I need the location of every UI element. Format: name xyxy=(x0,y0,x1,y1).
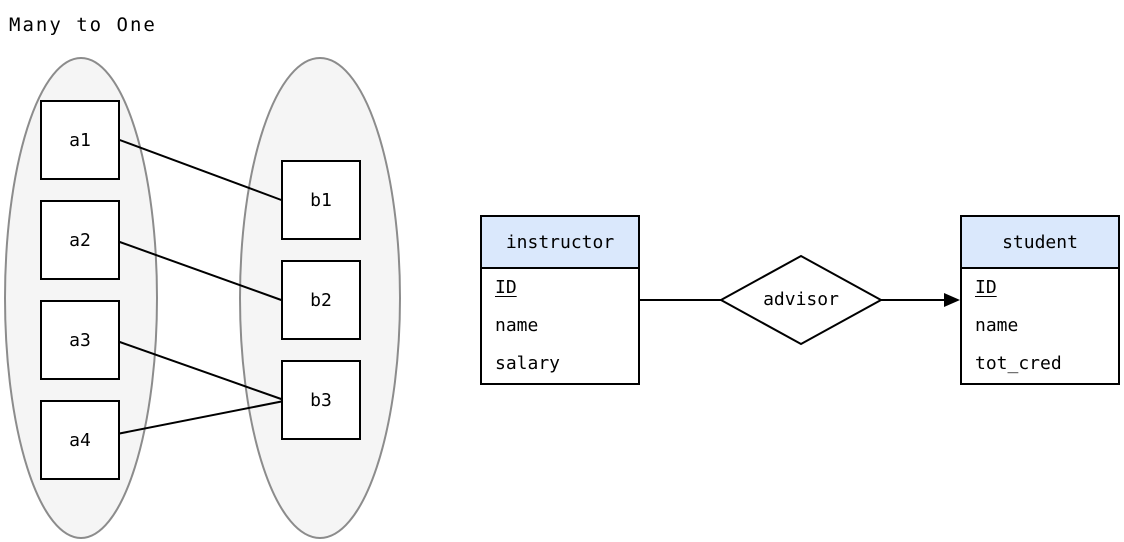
set-box-a4: a4 xyxy=(40,400,120,480)
set-box-a1: a1 xyxy=(40,100,120,180)
instructor-attribute-id: ID xyxy=(495,277,517,298)
arrowhead-icon xyxy=(944,293,960,307)
relationship-label: advisor xyxy=(763,289,839,310)
relationship-diamond xyxy=(718,254,884,346)
set-box-b2: b2 xyxy=(281,260,361,340)
mapping-line-a3-b3 xyxy=(116,340,285,401)
diagram-title: Many to One xyxy=(9,14,157,36)
mapping-line-a2-b2 xyxy=(116,240,285,302)
entity-instructor: instructor ID name salary xyxy=(480,215,640,385)
set-box-b1: b1 xyxy=(281,160,361,240)
instructor-attribute-name: name xyxy=(495,315,539,336)
mapping-line-a1-b1 xyxy=(116,138,285,202)
set-box-a3: a3 xyxy=(40,300,120,380)
set-box-b3: b3 xyxy=(281,360,361,440)
mapping-line-a4-b3 xyxy=(116,400,285,435)
entity-student-header: student xyxy=(962,217,1118,269)
student-attribute-id: ID xyxy=(975,277,997,298)
entity-instructor-header: instructor xyxy=(482,217,638,269)
student-attribute-name: name xyxy=(975,315,1019,336)
entity-student: student ID name tot_cred xyxy=(960,215,1120,385)
set-box-a2: a2 xyxy=(40,200,120,280)
instructor-attribute-salary: salary xyxy=(495,353,561,374)
student-attribute-totcred: tot_cred xyxy=(975,353,1062,374)
